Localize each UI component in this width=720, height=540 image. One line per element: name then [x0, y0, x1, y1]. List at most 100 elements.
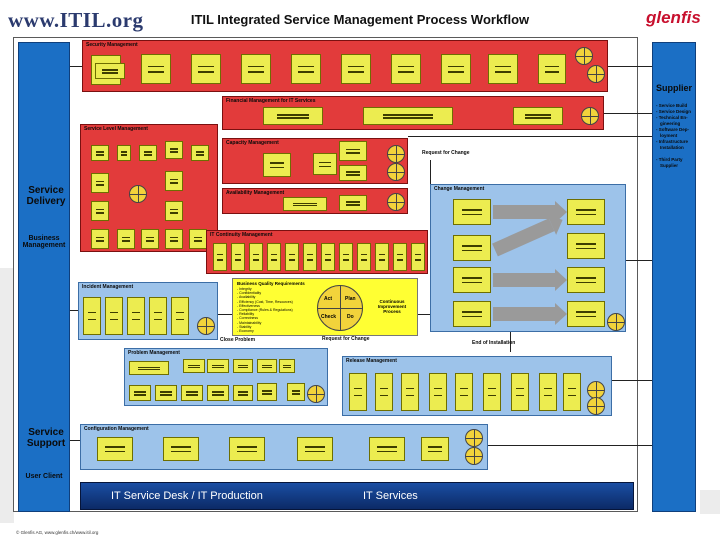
process-step[interactable] — [263, 107, 323, 125]
process-step[interactable] — [567, 267, 605, 293]
process-step[interactable] — [229, 437, 265, 461]
quality-title: Business Quality Requirements — [237, 281, 305, 286]
process-step[interactable] — [483, 373, 501, 411]
process-step[interactable] — [285, 243, 299, 271]
process-step[interactable] — [297, 437, 333, 461]
supplier-item: Installation — [660, 145, 684, 150]
process-step[interactable] — [149, 297, 167, 335]
process-step[interactable] — [539, 373, 557, 411]
process-step[interactable] — [257, 359, 277, 373]
process-step[interactable] — [511, 373, 529, 411]
process-step[interactable] — [513, 107, 563, 125]
process-step[interactable] — [303, 243, 317, 271]
process-step[interactable] — [127, 297, 145, 335]
process-step[interactable] — [191, 145, 209, 161]
release-management-title: Release Management — [346, 358, 397, 364]
process-step[interactable] — [411, 243, 425, 271]
process-step[interactable] — [391, 54, 421, 84]
process-step[interactable] — [165, 141, 183, 159]
process-step[interactable] — [453, 301, 491, 327]
process-step[interactable] — [257, 383, 277, 401]
process-step[interactable] — [231, 243, 245, 271]
process-step[interactable] — [91, 229, 109, 249]
process-step[interactable] — [189, 229, 207, 249]
process-step[interactable] — [91, 145, 109, 161]
quality-item: - Reliability — [237, 312, 255, 317]
process-step[interactable] — [181, 385, 203, 401]
process-step[interactable] — [339, 141, 367, 161]
right-gray-panel — [700, 490, 720, 514]
process-step[interactable] — [349, 373, 367, 411]
process-step[interactable] — [141, 229, 159, 249]
process-step[interactable] — [321, 243, 335, 271]
process-step[interactable] — [141, 54, 171, 84]
process-step[interactable] — [538, 54, 566, 84]
process-step[interactable] — [165, 201, 183, 221]
process-step[interactable] — [95, 63, 125, 79]
pdca-cycle-icon — [307, 385, 325, 403]
process-step[interactable] — [97, 437, 133, 461]
process-step[interactable] — [421, 437, 449, 461]
process-step[interactable] — [369, 437, 405, 461]
process-step[interactable] — [453, 199, 491, 225]
process-step[interactable] — [363, 107, 453, 125]
process-step[interactable] — [339, 165, 367, 181]
process-step[interactable] — [213, 243, 227, 271]
pdca-cycle-icon — [387, 193, 405, 211]
connector-line — [70, 66, 82, 67]
process-step[interactable] — [129, 361, 169, 375]
process-step[interactable] — [357, 243, 371, 271]
process-step[interactable] — [91, 201, 109, 221]
process-step[interactable] — [155, 385, 177, 401]
process-step[interactable] — [441, 54, 471, 84]
process-step[interactable] — [117, 229, 135, 249]
connector-line — [70, 310, 80, 311]
process-step[interactable] — [291, 54, 321, 84]
process-step[interactable] — [375, 373, 393, 411]
change-management-title: Change Management — [434, 186, 485, 192]
process-step[interactable] — [313, 153, 337, 175]
process-step[interactable] — [563, 373, 581, 411]
process-step[interactable] — [455, 373, 473, 411]
process-step[interactable] — [401, 373, 419, 411]
process-step[interactable] — [567, 199, 605, 225]
financial-management-title: Financial Management for IT Services — [226, 98, 316, 104]
process-step[interactable] — [567, 301, 605, 327]
process-step[interactable] — [567, 233, 605, 259]
process-step[interactable] — [241, 54, 271, 84]
process-step[interactable] — [163, 437, 199, 461]
process-step[interactable] — [171, 297, 189, 335]
process-step[interactable] — [117, 145, 131, 161]
process-step[interactable] — [183, 359, 205, 373]
process-step[interactable] — [283, 197, 327, 211]
process-step[interactable] — [267, 243, 281, 271]
process-step[interactable] — [393, 243, 407, 271]
process-step[interactable] — [375, 243, 389, 271]
process-step[interactable] — [453, 235, 491, 261]
process-step[interactable] — [207, 385, 229, 401]
process-step[interactable] — [105, 297, 123, 335]
process-step[interactable] — [165, 229, 183, 249]
process-step[interactable] — [287, 383, 305, 401]
process-step[interactable] — [429, 373, 447, 411]
process-step[interactable] — [139, 145, 157, 161]
process-step[interactable] — [233, 359, 253, 373]
process-step[interactable] — [339, 195, 367, 211]
process-step[interactable] — [339, 243, 353, 271]
cip-label: Continuous Improvement Process — [377, 299, 407, 314]
process-step[interactable] — [279, 359, 295, 373]
process-step[interactable] — [263, 153, 291, 177]
process-step[interactable] — [83, 297, 101, 335]
process-step[interactable] — [129, 385, 151, 401]
process-step[interactable] — [207, 359, 229, 373]
supplier-title: Supplier — [655, 83, 692, 93]
process-step[interactable] — [341, 54, 371, 84]
process-step[interactable] — [249, 243, 263, 271]
process-step[interactable] — [165, 171, 183, 191]
process-step[interactable] — [453, 267, 491, 293]
process-step[interactable] — [233, 385, 253, 401]
service-level-management-box: Service Level Management — [80, 124, 218, 252]
process-step[interactable] — [191, 54, 221, 84]
process-step[interactable] — [91, 173, 109, 193]
process-step[interactable] — [488, 54, 518, 84]
